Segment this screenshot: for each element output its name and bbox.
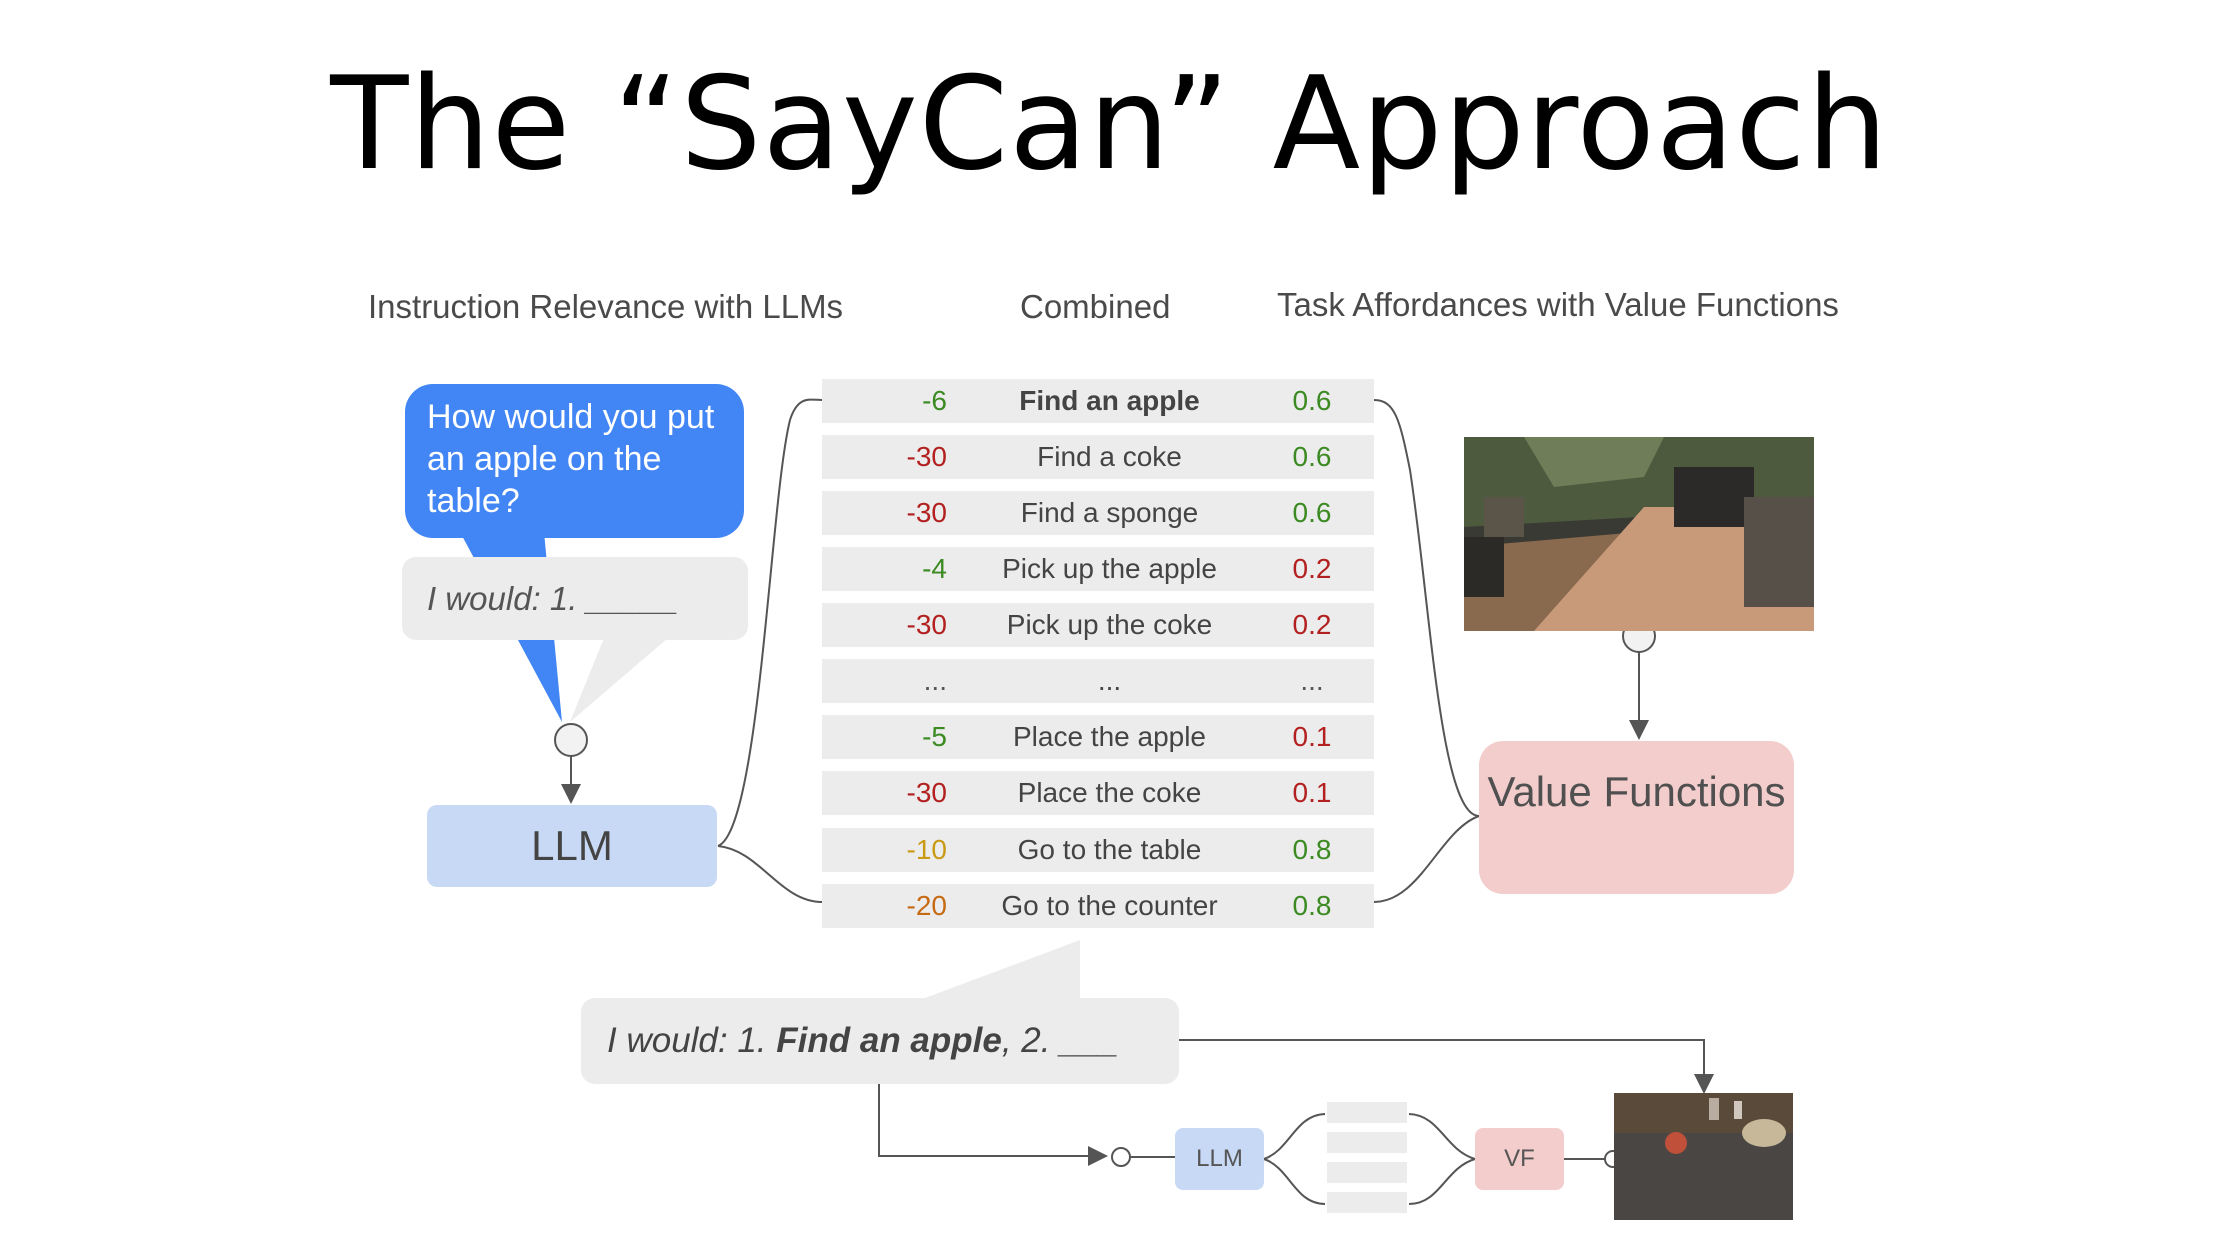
skill-label: Pick up the apple <box>1002 553 1217 584</box>
mini-row <box>1327 1192 1407 1213</box>
mini-llm-node <box>1111 1147 1131 1167</box>
llm-score: -5 <box>922 721 947 752</box>
combined-row: -5 Place the apple 0.1 <box>822 715 1374 759</box>
llm-input-node <box>554 723 588 757</box>
skill-label: Pick up the coke <box>1006 609 1213 640</box>
skill-label: Place the apple <box>1012 721 1207 752</box>
combined-row: -6 Find an apple 0.6 <box>822 379 1374 423</box>
mini-vf-box: VF <box>1475 1128 1564 1190</box>
prompt-box: I would: 1. _____ <box>402 557 748 640</box>
vf-score: 0.2 <box>1292 553 1332 584</box>
skill-label: Find an apple <box>1019 385 1200 416</box>
llm-score: -4 <box>922 553 947 584</box>
table-photo <box>1614 1093 1793 1220</box>
header-instruction-relevance: Instruction Relevance with LLMs <box>368 288 844 325</box>
llm-score: -10 <box>906 834 947 865</box>
llm-score: ... <box>923 665 947 696</box>
slide-title: The “SayCan” Approach <box>330 50 1889 199</box>
result-chosen-skill: Find an apple <box>776 1021 1002 1060</box>
llm-score: -6 <box>922 385 947 416</box>
skill-label: Go to the table <box>1017 834 1202 865</box>
result-box: I would: 1. Find an apple, 2. ___ <box>581 998 1179 1084</box>
combined-row: -30 Find a sponge 0.6 <box>822 491 1374 535</box>
vf-score: 0.6 <box>1292 385 1332 416</box>
skill-label: Go to the counter <box>1001 890 1218 921</box>
vf-score: 0.6 <box>1292 441 1332 472</box>
result-prefix: I would: 1. <box>607 1021 777 1060</box>
combined-row: -4 Pick up the apple 0.2 <box>822 547 1374 591</box>
llm-box: LLM <box>427 805 717 887</box>
combined-row: -30 Pick up the coke 0.2 <box>822 603 1374 647</box>
vf-score: 0.6 <box>1292 497 1332 528</box>
combined-row: -30 Find a coke 0.6 <box>822 435 1374 479</box>
result-tail <box>925 940 1080 998</box>
vf-score: 0.8 <box>1292 890 1332 921</box>
llm-score: -30 <box>906 777 947 808</box>
question-bubble: How would you put an apple on the table? <box>405 384 744 538</box>
llm-score: -20 <box>906 890 947 921</box>
vf-score: 0.8 <box>1292 834 1332 865</box>
combined-row: ......... <box>822 659 1374 703</box>
scene-photo <box>1464 437 1814 631</box>
llm-score: -30 <box>906 497 947 528</box>
mini-row <box>1327 1132 1407 1153</box>
combined-row: -10 Go to the table 0.8 <box>822 828 1374 872</box>
vf-score: 0.2 <box>1292 609 1332 640</box>
header-combined: Combined <box>1020 288 1171 325</box>
vf-score: 0.1 <box>1292 777 1332 808</box>
llm-score: -30 <box>906 609 947 640</box>
mini-row <box>1327 1102 1407 1123</box>
skill-label: Find a coke <box>1037 441 1182 472</box>
combined-row: -20 Go to the counter 0.8 <box>822 884 1374 928</box>
llm-score: -30 <box>906 441 947 472</box>
vf-score: ... <box>1300 665 1324 696</box>
skill-label: Find a sponge <box>1020 497 1199 528</box>
combined-row: -30 Place the coke 0.1 <box>822 771 1374 815</box>
mini-row <box>1327 1162 1407 1183</box>
header-task-affordances: Task Affordances with Value Functions <box>1277 286 1839 323</box>
skill-label: Place the coke <box>1017 777 1202 808</box>
skill-label: ... <box>1097 665 1122 696</box>
value-functions-box: Value Functions <box>1479 741 1794 894</box>
result-suffix: , 2. ___ <box>1001 1021 1119 1060</box>
prompt-tail <box>570 638 668 722</box>
mini-llm-box: LLM <box>1175 1128 1264 1190</box>
vf-score: 0.1 <box>1292 721 1332 752</box>
